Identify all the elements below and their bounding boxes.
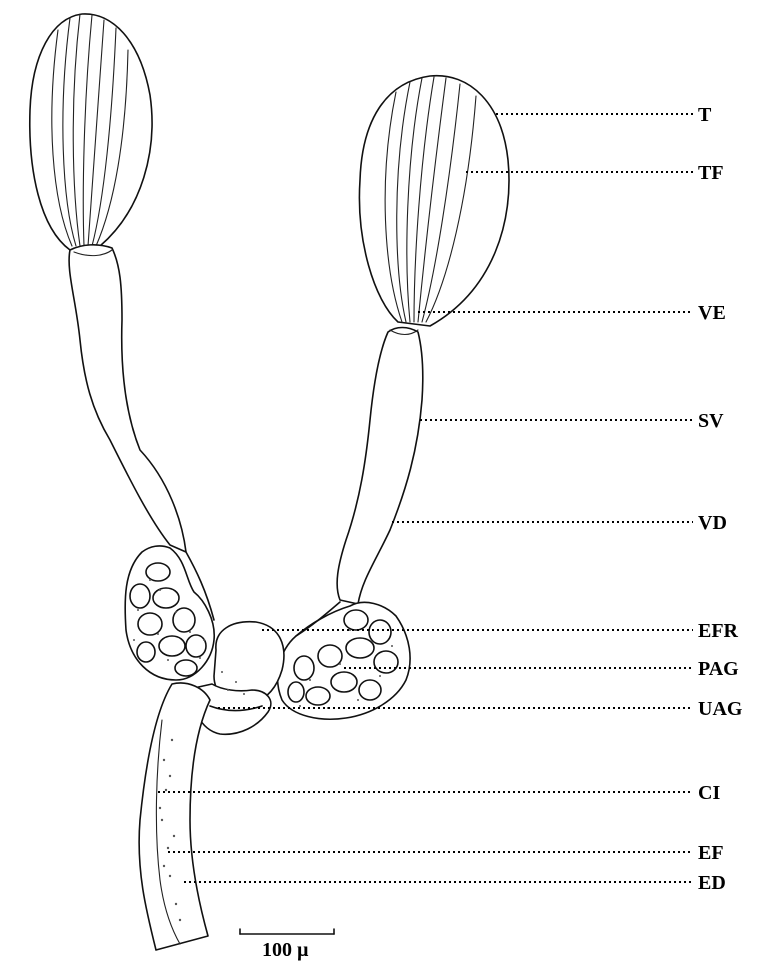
label-PAG: PAG	[698, 658, 739, 680]
label-SV: SV	[698, 410, 724, 432]
label-CI: CI	[698, 782, 720, 804]
label-ED: ED	[698, 872, 726, 894]
labels: T TF VE SV VD EFR PAG UAG CI EF ED	[698, 104, 743, 894]
label-EF: EF	[698, 842, 724, 864]
scale-bar: 100 µ	[240, 929, 334, 961]
label-EFR: EFR	[698, 620, 739, 642]
right-accessory-gland	[278, 602, 410, 719]
ejaculatory-duct	[139, 683, 210, 950]
label-VE: VE	[698, 302, 726, 324]
right-seminal-vesicle	[337, 328, 423, 605]
label-UAG: UAG	[698, 698, 743, 720]
scale-bar-label: 100 µ	[262, 939, 309, 961]
left-accessory-gland	[125, 546, 214, 680]
label-VD: VD	[698, 512, 727, 534]
left-testis	[30, 14, 152, 250]
label-TF: TF	[698, 162, 724, 184]
label-T: T	[698, 104, 712, 126]
left-seminal-vesicle	[69, 245, 186, 552]
right-testis	[359, 76, 509, 326]
